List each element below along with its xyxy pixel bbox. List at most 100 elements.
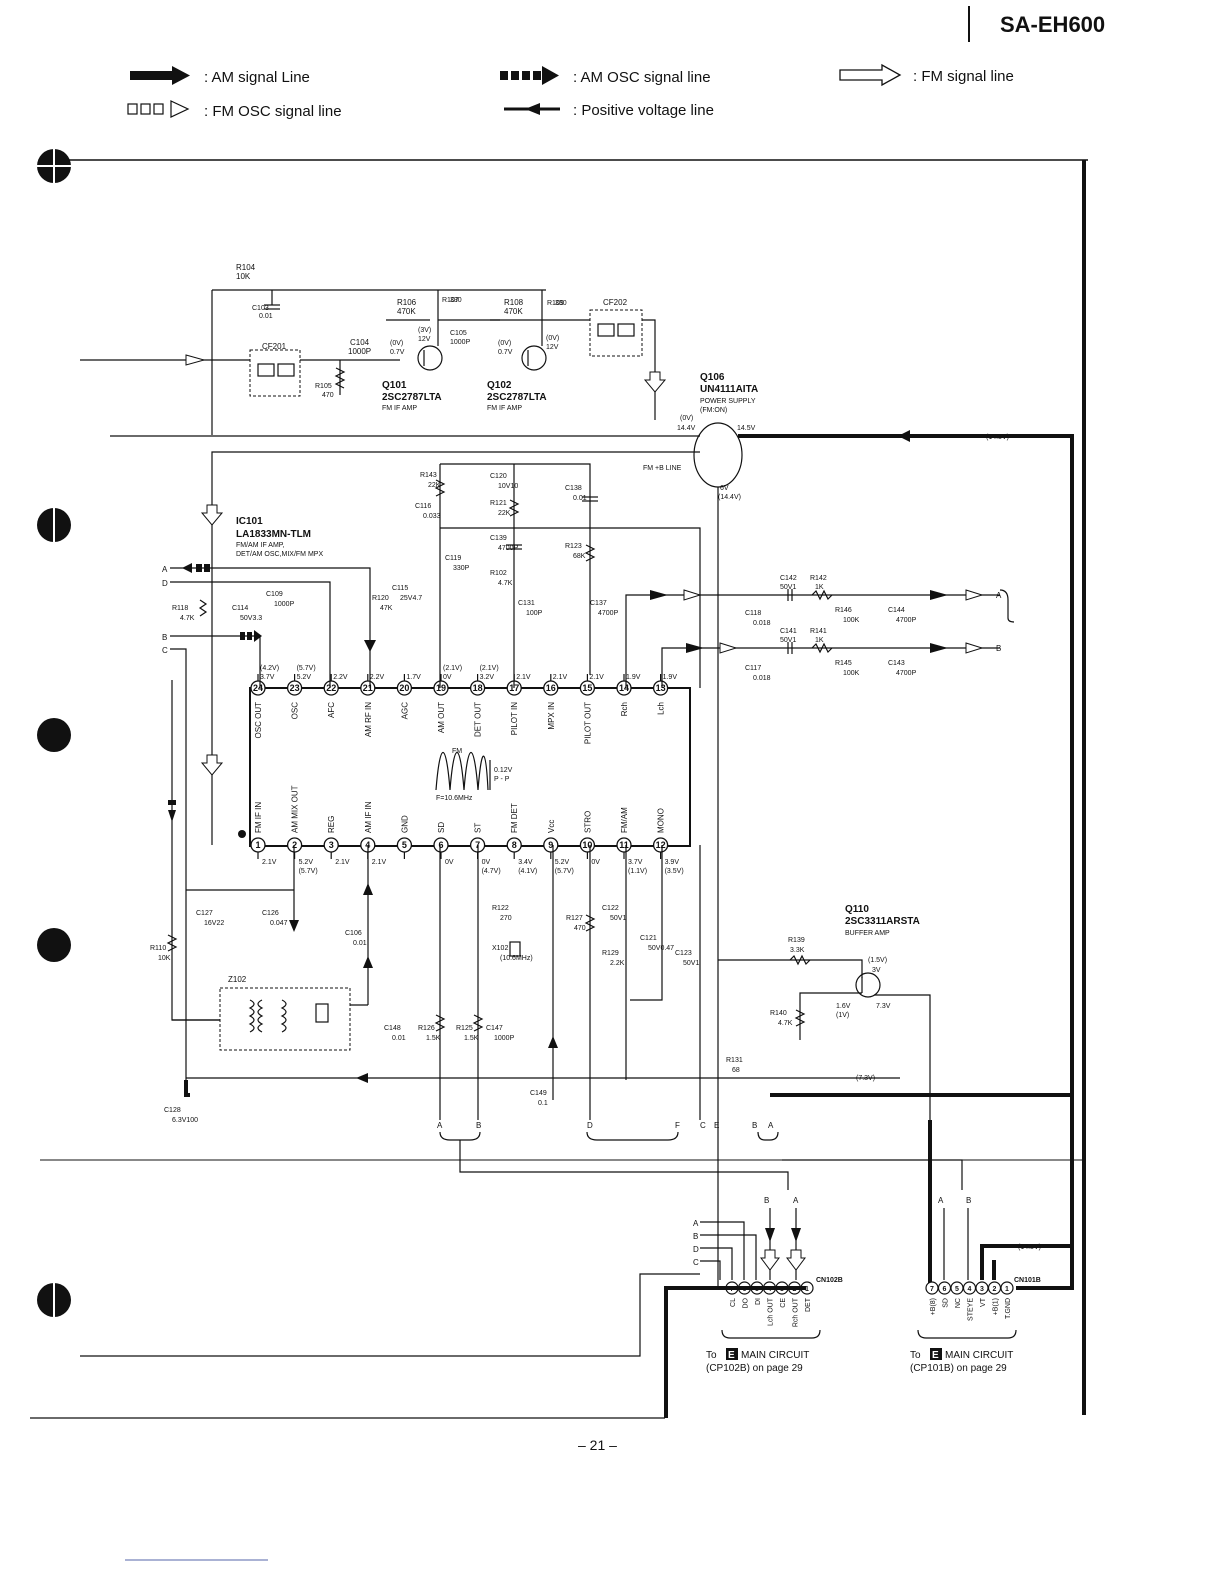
r127-value: 470: [574, 925, 586, 932]
ic-pin-23: [286, 680, 303, 696]
waveform-pp: P - P: [494, 776, 510, 783]
ic-pin-number: 15: [582, 683, 592, 693]
ic-pin-name: AM RF IN: [364, 702, 373, 737]
cn101-pin-number: 1: [1005, 1286, 1009, 1293]
ic-pin-voltage: 3.2V: [480, 674, 495, 681]
q101-part: 2SC2787LTA: [382, 392, 442, 403]
q106-voltage-c: 6V: [720, 485, 729, 492]
cf201-label: CF201: [262, 342, 287, 351]
ic-pin-name: FM IF IN: [254, 802, 263, 833]
ic101-ref: IC101: [236, 516, 263, 527]
ic-pin-9: [543, 837, 559, 853]
fm-signal-arrow-icon: [839, 63, 902, 87]
cn102-in-c: C: [693, 1258, 699, 1267]
bus-bottom-a: A: [437, 1121, 443, 1130]
c127-value: 16V22: [204, 920, 224, 927]
fm-if-feed-line: [211, 451, 700, 845]
cn101-pin-name: +B(1): [993, 1298, 1000, 1315]
bus-bottom-f: F: [675, 1121, 680, 1130]
cn102-bus-b: B: [764, 1196, 769, 1205]
cn102-pin-name: DO: [743, 1297, 750, 1308]
r127-label: R127: [566, 915, 583, 922]
c104-label: C104: [350, 338, 370, 347]
bus-letter-a: A: [162, 565, 168, 574]
r104-label: R104: [236, 263, 256, 272]
ic-pin-voltage-alt: (2.1V): [443, 665, 462, 672]
r146-value: 100K: [843, 617, 860, 624]
am-osc-arrow-icon: [500, 66, 559, 85]
ic-pin-voltage: 0V: [443, 674, 452, 681]
c143-label: C143: [888, 660, 905, 667]
c128-value: 6.3V100: [172, 1117, 198, 1124]
cn102-output-line: [664, 1286, 806, 1418]
r123-value: 68K: [573, 553, 586, 560]
x102-label: X102: [492, 945, 508, 952]
q110-transistor: [855, 972, 881, 998]
c109-value: 1000P: [274, 601, 295, 608]
ic101-desc1: FM/AM IF AMP,: [236, 542, 285, 549]
r142-value: 1K: [815, 584, 824, 591]
ic-pin-name: Lch: [657, 702, 666, 715]
bus-letter-d: D: [162, 579, 168, 588]
ic-pin-voltage: 1.9V: [626, 674, 641, 681]
ic-pin-number: 10: [582, 840, 592, 850]
c115-label: C115: [392, 585, 408, 592]
ic-pin-number: 9: [548, 840, 553, 850]
q110-buffer-amp: Q110 2SC3311ARSTA BUFFER AMP R139 3.3K (…: [718, 904, 931, 1120]
cn101-to-label: To: [910, 1350, 921, 1361]
cn101-pin-number: 3: [980, 1286, 984, 1293]
ic-pin-14: [616, 680, 632, 696]
q106-voltage-a2: 14.4V: [677, 425, 696, 432]
ic-pin-19: [433, 680, 449, 696]
cn102-box-letter: E: [728, 1350, 735, 1361]
q101-collector-voltage-2: 12V: [418, 336, 431, 343]
c121-label: C121: [640, 935, 657, 942]
ic-pin-name: OSC: [291, 702, 300, 720]
r141-value: 1K: [815, 637, 824, 644]
r141-label: R141: [810, 628, 827, 635]
r107-value: 330: [450, 297, 462, 304]
bus-letter-c: C: [162, 646, 168, 655]
q110-base-voltage: (1.5V): [868, 957, 887, 964]
cn101-pin-name: SD: [943, 1298, 950, 1308]
ic-upper-network: R143 22K C116 0.033 C120 10V10 R121 22K …: [415, 463, 701, 688]
ic-pin-voltage-alt: (5.7V): [297, 665, 316, 672]
c121-value: 50V0.47: [648, 945, 674, 952]
r145-value: 100K: [843, 670, 860, 677]
q101-collector-voltage: (3V): [418, 327, 431, 334]
r108-value: 470K: [504, 307, 523, 316]
ic-pin-12: [652, 837, 669, 853]
binder-hole-icon: [37, 718, 71, 752]
c120-value: 10V10: [498, 483, 518, 490]
model-title: SA-EH600: [1000, 12, 1105, 37]
c122-value: 50V1: [610, 915, 626, 922]
ic-pin-8: [506, 837, 522, 853]
out-letter-a: A: [996, 591, 1002, 600]
q110-ref: Q110: [845, 904, 869, 915]
ic-pin-voltage: 3.7V: [628, 859, 643, 866]
ic-pin-voltage: 2.1V: [553, 674, 568, 681]
bus-bottom-e: E: [714, 1121, 719, 1130]
r108-label: R108: [504, 298, 524, 307]
ic-pin-voltage: 1.7V: [406, 674, 421, 681]
positive-voltage-arrow-icon: [504, 103, 560, 115]
c138-label: C138: [565, 485, 582, 492]
ic-pin-20: [396, 680, 413, 696]
cn102-bus-a: A: [793, 1196, 799, 1205]
cn101-pin-name: NC: [955, 1298, 962, 1308]
cn101-14v5-label: (14.5V): [1018, 1244, 1041, 1251]
cn101-pin-number: 7: [930, 1286, 934, 1293]
r120-value: 47K: [380, 605, 393, 612]
r125-label: R125: [456, 1025, 473, 1032]
c103-value: 0.01: [259, 313, 273, 320]
fm-signal-arrow-icon: [643, 371, 667, 393]
ic-pin-name: AGC: [400, 702, 409, 720]
c119-value: 330P: [453, 565, 470, 572]
ic-pin-1: [250, 837, 266, 853]
legend-am-osc: : AM OSC signal line: [573, 69, 711, 86]
r123-label: R123: [565, 543, 582, 550]
fm-b-line-label: FM +B LINE: [643, 465, 682, 472]
r131-label: R131: [726, 1057, 743, 1064]
c149-label: C149: [530, 1090, 547, 1097]
q106-voltage-a: (0V): [680, 415, 693, 422]
